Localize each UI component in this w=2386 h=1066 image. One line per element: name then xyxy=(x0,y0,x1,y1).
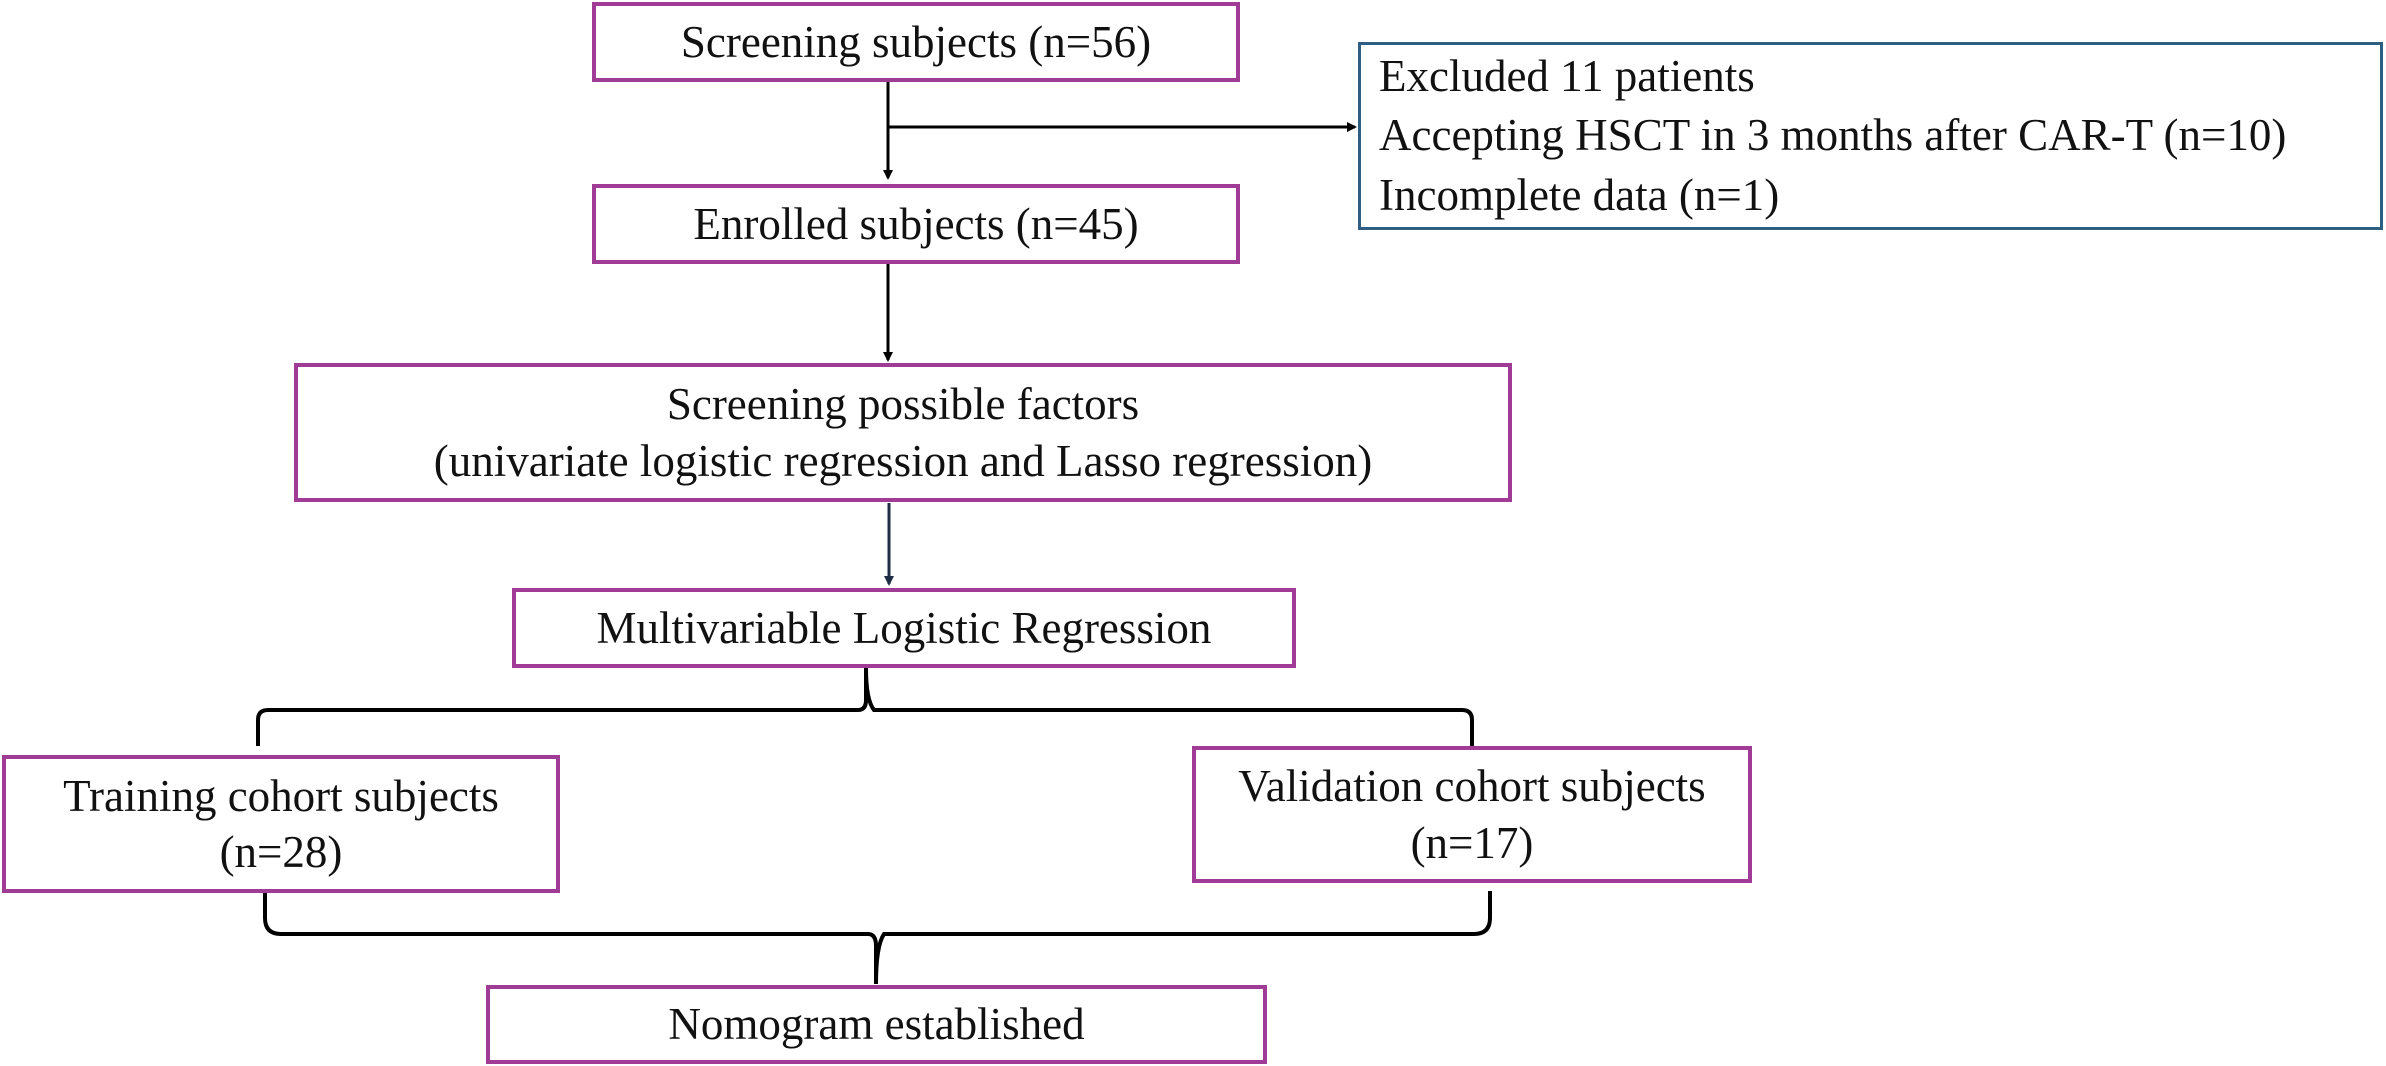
enrolled-subjects-box: Enrolled subjects (n=45) xyxy=(592,184,1240,264)
training-cohort-line1: Training cohort subjects xyxy=(63,770,499,821)
screening-subjects-text: Screening subjects (n=56) xyxy=(680,16,1152,67)
multivariable-regression-text: Multivariable Logistic Regression xyxy=(596,602,1212,653)
nomogram-established-text: Nomogram established xyxy=(668,999,1085,1050)
validation-cohort-line2: (n=17) xyxy=(1410,817,1534,868)
split-bracket xyxy=(256,667,1474,746)
merge-bracket xyxy=(263,891,1492,985)
training-cohort-box: Training cohort subjects (n=28) xyxy=(2,755,560,893)
excluded-patients-box: Excluded 11 patients Accepting HSCT in 3… xyxy=(1358,42,2383,230)
screening-factors-line2: (univariate logistic regression and Lass… xyxy=(433,435,1373,486)
nomogram-established-box: Nomogram established xyxy=(486,985,1267,1064)
validation-cohort-line1: Validation cohort subjects xyxy=(1238,761,1706,812)
screening-factors-box: Screening possible factors (univariate l… xyxy=(294,363,1512,502)
excluded-reason-incomplete: Incomplete data (n=1) xyxy=(1379,169,1780,220)
screening-factors-line1: Screening possible factors xyxy=(666,379,1140,430)
excluded-reason-hsct: Accepting HSCT in 3 months after CAR-T (… xyxy=(1379,110,2287,161)
validation-cohort-box: Validation cohort subjects (n=17) xyxy=(1192,746,1752,883)
training-cohort-line2: (n=28) xyxy=(219,827,343,877)
screening-subjects-box: Screening subjects (n=56) xyxy=(592,2,1240,82)
multivariable-regression-box: Multivariable Logistic Regression xyxy=(512,588,1296,668)
enrolled-subjects-text: Enrolled subjects (n=45) xyxy=(693,198,1139,249)
excluded-title: Excluded 11 patients xyxy=(1379,50,1755,101)
